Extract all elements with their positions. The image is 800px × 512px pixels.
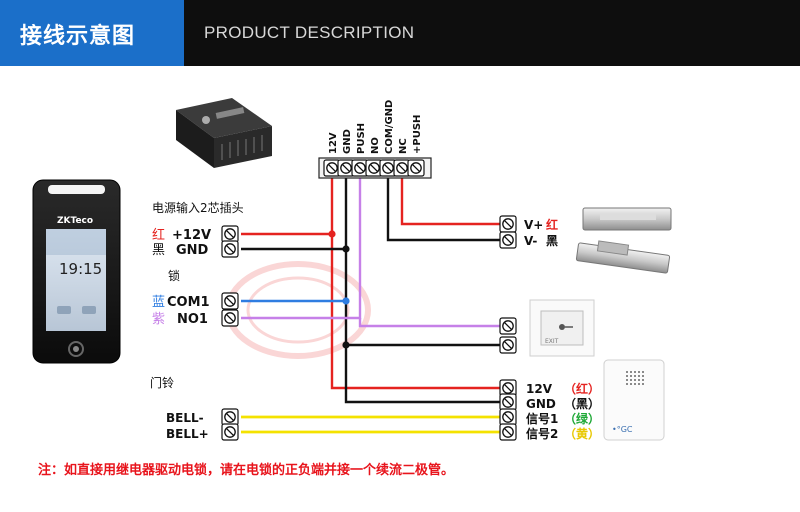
power-color-red: 红 (152, 227, 165, 243)
wire-junctions (328, 230, 350, 349)
lock-color-purple: 紫 (152, 312, 165, 327)
power-label-12v: +12V (172, 228, 211, 243)
controller-pin-label: 12V (328, 132, 339, 154)
controller-pin-label: +PUSH (412, 115, 423, 154)
exit-button-terminal (499, 317, 517, 354)
access-control-device (32, 179, 121, 364)
doorbell-mark: •°GC (612, 425, 633, 434)
lock-title: 锁 (168, 268, 180, 283)
bell-label-minus: BELL- (166, 411, 204, 425)
controller-pin-label: PUSH (356, 123, 367, 154)
wires (241, 172, 503, 434)
controller-pin-screw (407, 159, 425, 177)
maglock-terminal (499, 215, 517, 249)
power-color-black: 黑 (152, 243, 165, 258)
power-label-gnd: GND (176, 243, 209, 258)
lock-label-com1: COM1 (167, 295, 210, 310)
controller-pin-label: GND (342, 129, 353, 154)
bell-label-plus: BELL+ (166, 427, 209, 441)
doorbell-image (603, 359, 665, 441)
device-time: 19:15 (59, 260, 102, 278)
bell-terminal (221, 408, 239, 441)
section-title: 接线示意图 (20, 24, 136, 49)
doorbell-12v: 12V (526, 382, 553, 396)
doorbell-signal2: 信号2 (526, 426, 558, 441)
magnetic-lock-image (582, 207, 672, 231)
power-terminal (221, 225, 239, 258)
section-subtitle-bar: PRODUCT DESCRIPTION (184, 0, 800, 66)
doorbell-gnd-color: （黑） (564, 396, 600, 411)
maglock-vminus: V- (524, 234, 537, 248)
device-brand: ZKTeco (57, 216, 93, 226)
controller-pin-label: NC (398, 138, 409, 154)
controller-pin-label: NO (370, 137, 381, 154)
power-supply-box (176, 98, 272, 168)
doorbell-signal1: 信号1 (526, 411, 558, 426)
controller-pin-label: COM/GND (384, 100, 395, 154)
doorbell-terminal (499, 379, 517, 441)
doorbell-signal2-color: （黄） (564, 426, 600, 441)
doorbell-signal1-color: （绿） (564, 411, 600, 426)
maglock-vplus: V+ (524, 218, 543, 232)
doorbell-gnd: GND (526, 397, 556, 411)
electric-strike-image (575, 240, 671, 274)
section-title-bar: 接线示意图 (0, 0, 184, 66)
doorbell-12v-color: （红） (564, 381, 600, 396)
section-subtitle: PRODUCT DESCRIPTION (204, 23, 415, 42)
lock-terminal (221, 292, 239, 327)
exit-button-image (529, 299, 595, 357)
exit-button-label: EXIT (545, 338, 559, 345)
maglock-vminus-color: 黑 (546, 234, 558, 248)
controller-terminal-block (318, 157, 432, 179)
footer-note: 注：如直接用继电器驱动电锁，请在电锁的正负端并接一个续流二极管。 (38, 463, 455, 478)
bell-title: 门铃 (150, 375, 174, 390)
maglock-vplus-color: 红 (546, 217, 558, 232)
lock-color-blue: 蓝 (152, 295, 165, 310)
power-supply-title: 电源输入2芯插头 (152, 200, 244, 215)
lock-label-no1: NO1 (177, 312, 208, 327)
